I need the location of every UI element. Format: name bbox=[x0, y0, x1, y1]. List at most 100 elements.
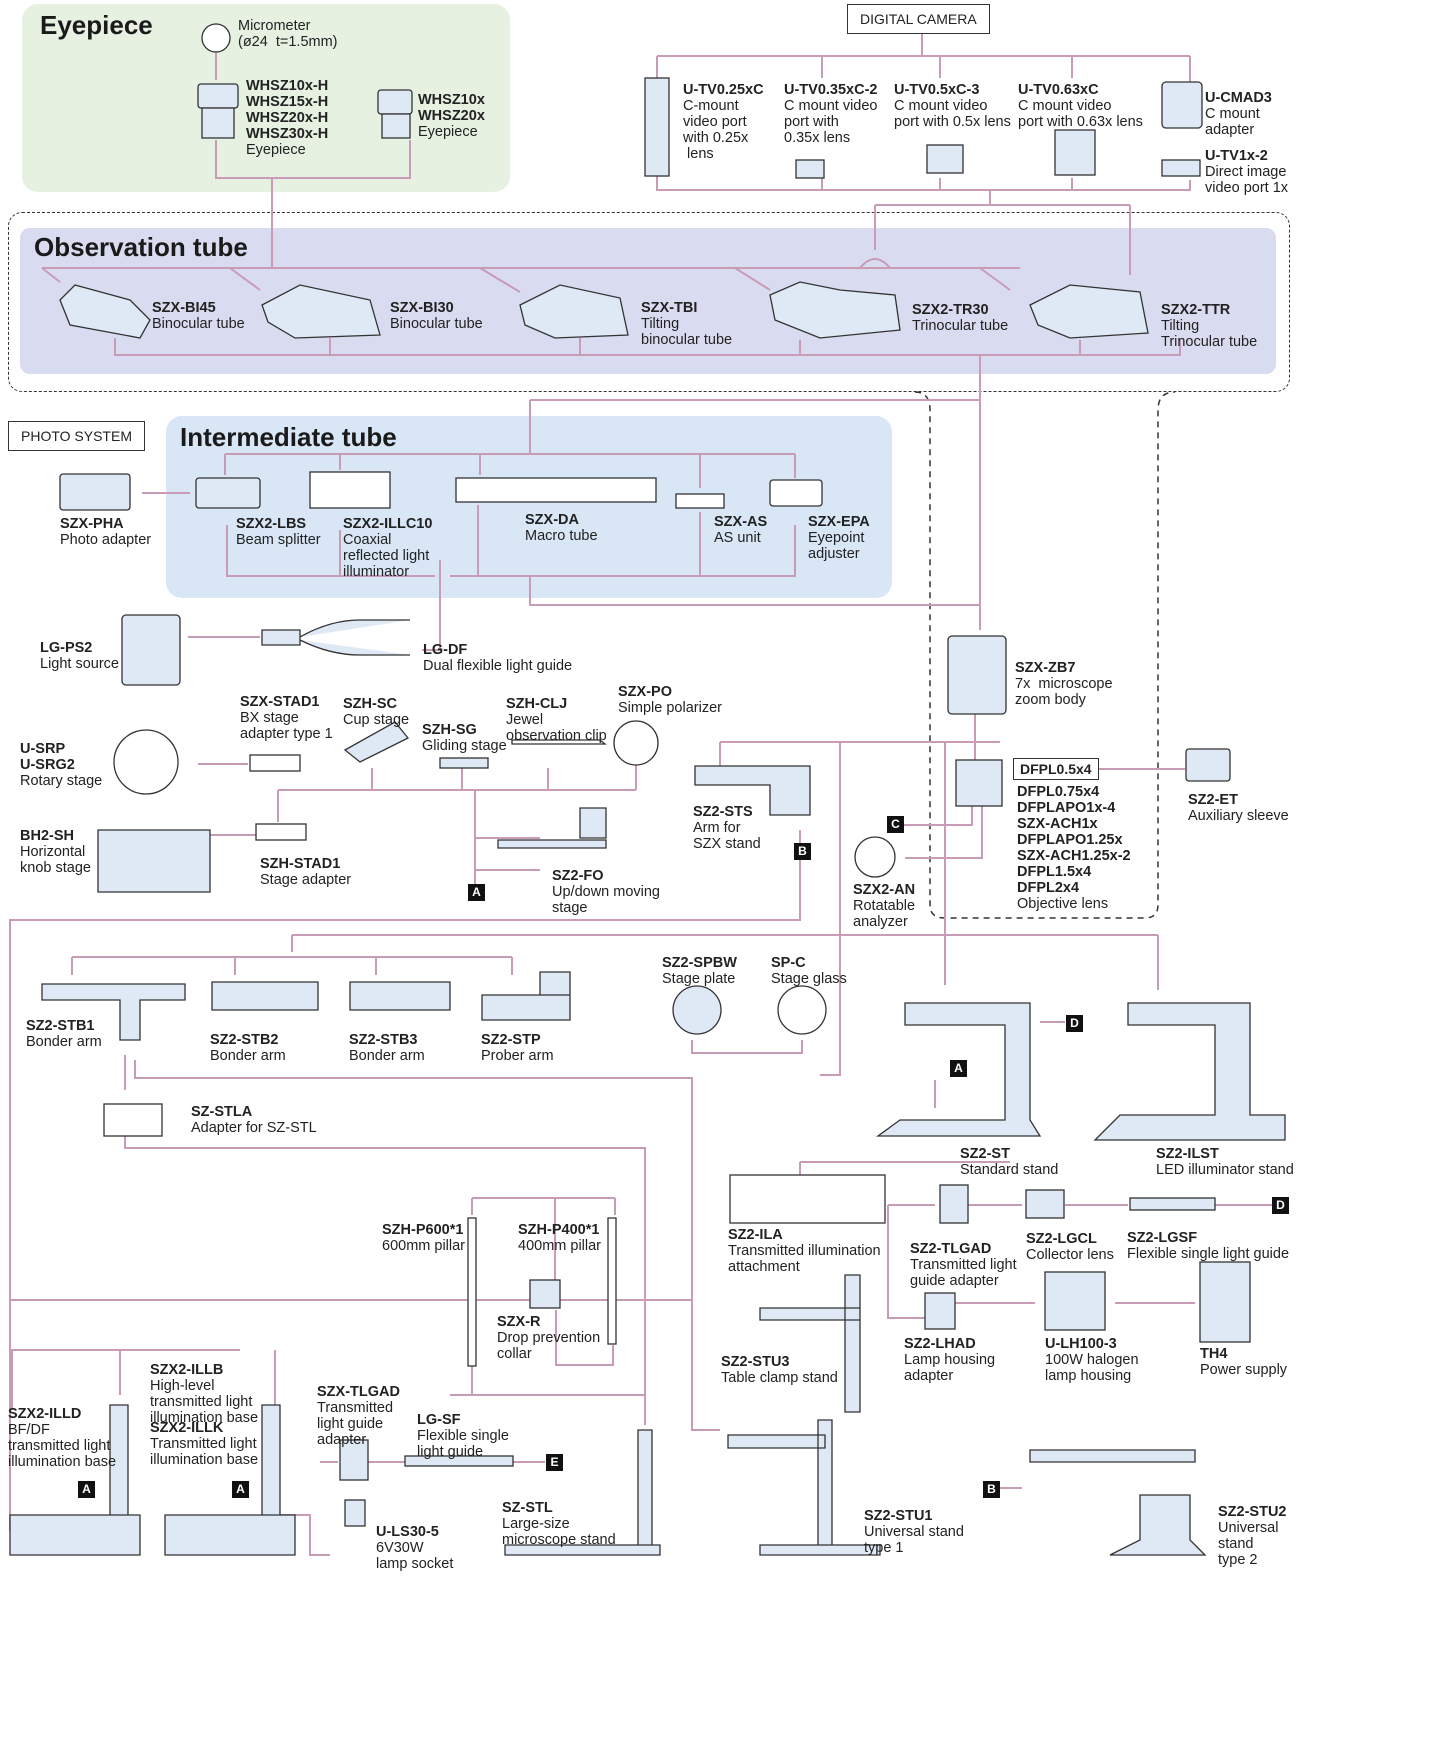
stla-illustration bbox=[103, 1103, 163, 1137]
intermediate-section-title: Intermediate tube bbox=[180, 422, 397, 452]
illb-illustration bbox=[164, 1404, 296, 1556]
lg-df-illustration bbox=[261, 619, 410, 656]
tr30-illustration bbox=[769, 281, 901, 339]
p400-illustration bbox=[607, 1217, 617, 1345]
uls30-illustration bbox=[344, 1499, 366, 1527]
lg-sf-illustration bbox=[404, 1455, 514, 1467]
marker-c: C bbox=[887, 816, 904, 833]
stb2-illustration bbox=[211, 981, 319, 1011]
marker-a: A bbox=[468, 884, 485, 901]
label-micrometer: Micrometer (ø24 t=1.5mm) bbox=[238, 18, 338, 50]
szx-tlgad-illustration bbox=[339, 1439, 369, 1481]
u-tv025-illustration bbox=[644, 77, 670, 177]
lg-ps2-illustration bbox=[121, 614, 181, 686]
digital-camera-box: DIGITAL CAMERA bbox=[847, 4, 990, 34]
stad1-illustration bbox=[249, 754, 301, 772]
objective-illustration bbox=[955, 759, 1003, 807]
stu1-illustration bbox=[727, 1419, 881, 1556]
zoom-body-dashed-frame bbox=[914, 391, 1176, 919]
observation-section-title: Observation tube bbox=[34, 232, 248, 262]
polarizer-illustration bbox=[613, 720, 659, 766]
bi30-illustration bbox=[261, 284, 381, 339]
bh2-sh-illustration bbox=[97, 829, 211, 893]
lbs-illustration bbox=[195, 477, 261, 509]
jewel-clip-illustration bbox=[511, 739, 607, 745]
eyepiece-section-title: Eyepiece bbox=[40, 10, 153, 40]
sz2-ilst-illustration bbox=[1093, 1002, 1286, 1141]
marker-a: A bbox=[78, 1481, 95, 1498]
marker-d: D bbox=[1066, 1015, 1083, 1032]
sz2-st-illustration bbox=[876, 1002, 1042, 1137]
sz2-lgsf-illustration bbox=[1129, 1197, 1216, 1211]
u-tv035-illustration bbox=[795, 159, 825, 179]
sz2-sts-illustration bbox=[694, 765, 811, 816]
whsz-h-eyepiece-illustration bbox=[197, 83, 239, 139]
illc10-illustration bbox=[309, 471, 391, 509]
sz2-et-illustration bbox=[1185, 748, 1231, 782]
sz-stl-illustration bbox=[504, 1429, 661, 1556]
stu2-illustration bbox=[1029, 1449, 1207, 1556]
u-tv063-illustration bbox=[1054, 129, 1096, 176]
cup-stage-illustration bbox=[343, 721, 410, 763]
ulh100-illustration bbox=[1044, 1271, 1106, 1331]
szh-stad1-illustration bbox=[255, 823, 307, 841]
zb7-illustration bbox=[947, 635, 1007, 715]
dfpl05-box: DFPL0.5x4 bbox=[1013, 758, 1099, 780]
eyepiece-panel bbox=[22, 4, 510, 192]
illd-illustration bbox=[9, 1404, 141, 1556]
p600-illustration bbox=[467, 1217, 477, 1367]
stb1-illustration bbox=[41, 983, 186, 1041]
stage-glass-illustration bbox=[777, 985, 827, 1035]
marker-a: A bbox=[232, 1481, 249, 1498]
pha-illustration bbox=[59, 473, 131, 511]
marker-e: E bbox=[546, 1454, 563, 1471]
sz2-an-illustration bbox=[854, 836, 896, 878]
marker-b: B bbox=[794, 843, 811, 860]
bi45-illustration bbox=[59, 284, 151, 339]
